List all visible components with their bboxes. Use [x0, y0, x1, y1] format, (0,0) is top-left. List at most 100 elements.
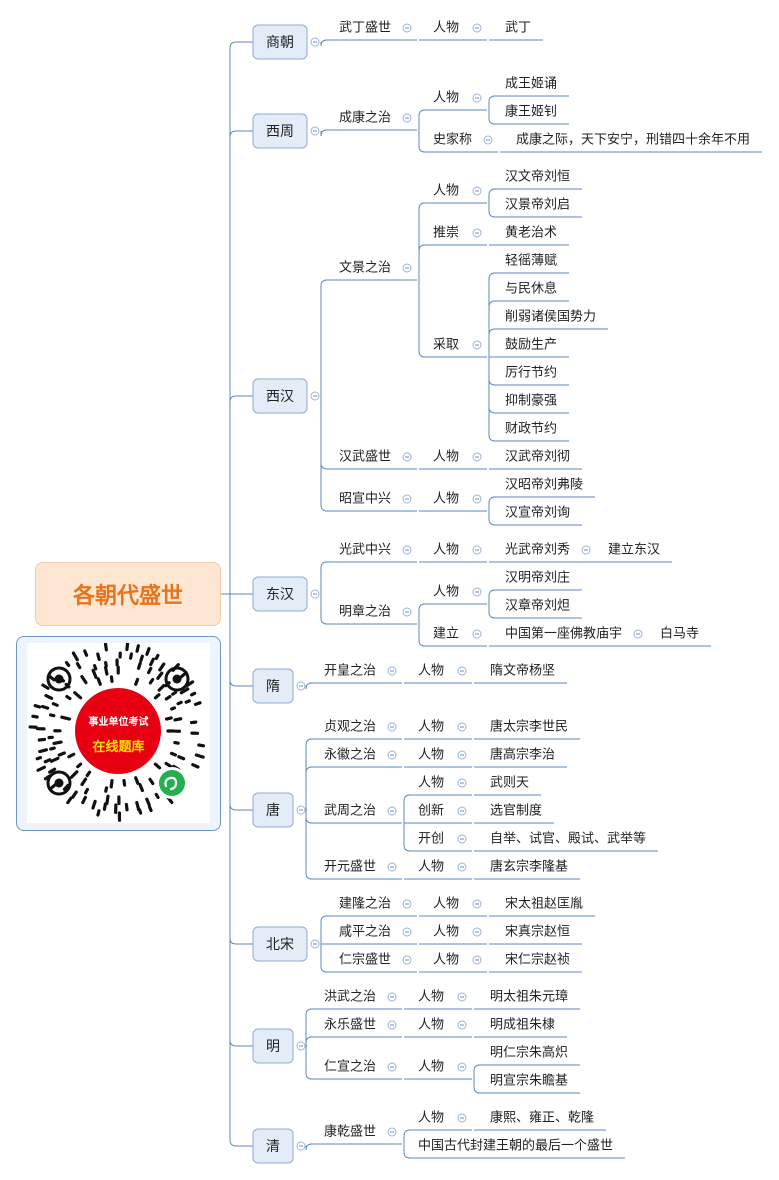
era-connector: [305, 1008, 313, 1046]
dynasty-collapse-icon[interactable]: [296, 805, 306, 815]
dynasty-connector: [229, 594, 253, 945]
topic-collapse-icon[interactable]: [457, 722, 467, 732]
root-title: 各朝代盛世: [72, 584, 183, 609]
topic-collapse-icon[interactable]: [472, 899, 482, 909]
dynasty-node[interactable]: 唐: [252, 792, 294, 828]
root-topic[interactable]: 各朝代盛世: [35, 562, 221, 626]
leaf-label: 成王姬诵: [505, 77, 557, 92]
leaf-collapse-icon[interactable]: [633, 629, 643, 639]
era-connector: [305, 1046, 313, 1080]
leaf-label: 厉行节约: [505, 366, 557, 381]
era-collapse-icon[interactable]: [387, 1020, 397, 1030]
topic-collapse-icon[interactable]: [472, 452, 482, 462]
dynasty-label: 西周: [266, 124, 294, 140]
dynasty-node[interactable]: 西周: [252, 113, 308, 149]
era-label: 贞观之治: [324, 720, 376, 735]
qr-label-line1: 事业单位考试: [88, 717, 149, 728]
leaf-collapse-icon[interactable]: [581, 545, 591, 555]
era-collapse-icon[interactable]: [402, 452, 412, 462]
topic-collapse-icon[interactable]: [457, 750, 467, 760]
era-collapse-icon[interactable]: [402, 899, 412, 909]
era-collapse-icon[interactable]: [387, 722, 397, 732]
dynasty-collapse-icon[interactable]: [310, 391, 320, 401]
dynasty-collapse-icon[interactable]: [296, 1041, 306, 1051]
topic-collapse-icon[interactable]: [457, 834, 467, 844]
leaf-connector: [488, 328, 496, 357]
era-collapse-icon[interactable]: [402, 927, 412, 937]
dynasty-node[interactable]: 隋: [252, 668, 294, 704]
topic-collapse-icon[interactable]: [457, 666, 467, 676]
topic-collapse-icon[interactable]: [457, 1113, 467, 1123]
dynasty-node[interactable]: 商朝: [252, 24, 308, 60]
era-label: 文景之治: [339, 261, 391, 276]
topic-collapse-icon[interactable]: [472, 629, 482, 639]
dynasty-label: 商朝: [266, 35, 294, 51]
topic-collapse-icon[interactable]: [472, 955, 482, 965]
topic-collapse-icon[interactable]: [472, 927, 482, 937]
topic-collapse-icon[interactable]: [457, 1062, 467, 1072]
leaf-connector: [488, 604, 496, 619]
dynasty-label: 清: [266, 1139, 280, 1155]
era-collapse-icon[interactable]: [402, 263, 412, 273]
era-collapse-icon[interactable]: [402, 23, 412, 33]
leaf-label: 唐太宗李世民: [490, 719, 568, 735]
era-collapse-icon[interactable]: [402, 607, 412, 617]
era-collapse-icon[interactable]: [387, 806, 397, 816]
era-collapse-icon[interactable]: [402, 113, 412, 123]
era-collapse-icon[interactable]: [402, 955, 412, 965]
dynasty-collapse-icon[interactable]: [310, 939, 320, 949]
dynasty-node[interactable]: 明: [252, 1028, 294, 1064]
topic-label: 人物: [433, 450, 459, 465]
leaf-label: 汉武帝刘彻: [505, 449, 570, 465]
dynasty-collapse-icon[interactable]: [310, 37, 320, 47]
topic-collapse-icon[interactable]: [472, 23, 482, 33]
leaf-label: 武则天: [490, 776, 529, 791]
dynasty-connector: [229, 594, 253, 1047]
era-collapse-icon[interactable]: [387, 1127, 397, 1137]
era-collapse-icon[interactable]: [387, 992, 397, 1002]
topic-collapse-icon[interactable]: [472, 494, 482, 504]
dynasty-collapse-icon[interactable]: [310, 589, 320, 599]
topic-collapse-icon[interactable]: [457, 862, 467, 872]
dynasty-collapse-icon[interactable]: [310, 126, 320, 136]
topic-label: 人物: [433, 585, 459, 600]
era-collapse-icon[interactable]: [387, 1062, 397, 1072]
topic-collapse-icon[interactable]: [457, 1020, 467, 1030]
topic-label: 人物: [418, 748, 444, 763]
topic-collapse-icon[interactable]: [472, 340, 482, 350]
leaf-connector: [473, 1079, 481, 1094]
era-collapse-icon[interactable]: [387, 862, 397, 872]
topic-collapse-icon[interactable]: [457, 778, 467, 788]
topic-collapse-icon[interactable]: [472, 587, 482, 597]
dynasty-node[interactable]: 北宋: [252, 926, 308, 962]
qr-code: 事业单位考试 在线题库: [27, 640, 210, 823]
era-collapse-icon[interactable]: [402, 494, 412, 504]
topic-collapse-icon[interactable]: [457, 806, 467, 816]
topic-collapse-icon[interactable]: [472, 186, 482, 196]
topic-connector: [418, 280, 426, 358]
era-collapse-icon[interactable]: [402, 545, 412, 555]
topic-collapse-icon[interactable]: [472, 93, 482, 103]
topic-collapse-icon[interactable]: [472, 545, 482, 555]
dynasty-connector: [229, 594, 253, 1147]
leaf-connector: [488, 357, 496, 442]
era-connector: [305, 766, 313, 810]
topic-collapse-icon[interactable]: [457, 992, 467, 1002]
topic-collapse-icon[interactable]: [483, 135, 493, 145]
leaf-label: 明仁宗朱高炽: [490, 1045, 568, 1061]
dynasty-collapse-icon[interactable]: [296, 1141, 306, 1151]
leaf-label: 财政节约: [505, 422, 557, 437]
era-connector: [320, 129, 328, 137]
dynasty-node[interactable]: 西汉: [252, 378, 308, 414]
dynasty-node[interactable]: 清: [252, 1128, 294, 1164]
era-collapse-icon[interactable]: [387, 750, 397, 760]
topic-label: 推崇: [433, 226, 459, 241]
era-collapse-icon[interactable]: [387, 666, 397, 676]
topic-collapse-icon[interactable]: [472, 228, 482, 238]
dynasty-collapse-icon[interactable]: [296, 681, 306, 691]
topic-connector: [403, 794, 411, 823]
era-label: 永乐盛世: [324, 1018, 376, 1033]
leaf-label: 黄老治术: [505, 226, 557, 241]
dynasty-node[interactable]: 东汉: [252, 576, 308, 612]
